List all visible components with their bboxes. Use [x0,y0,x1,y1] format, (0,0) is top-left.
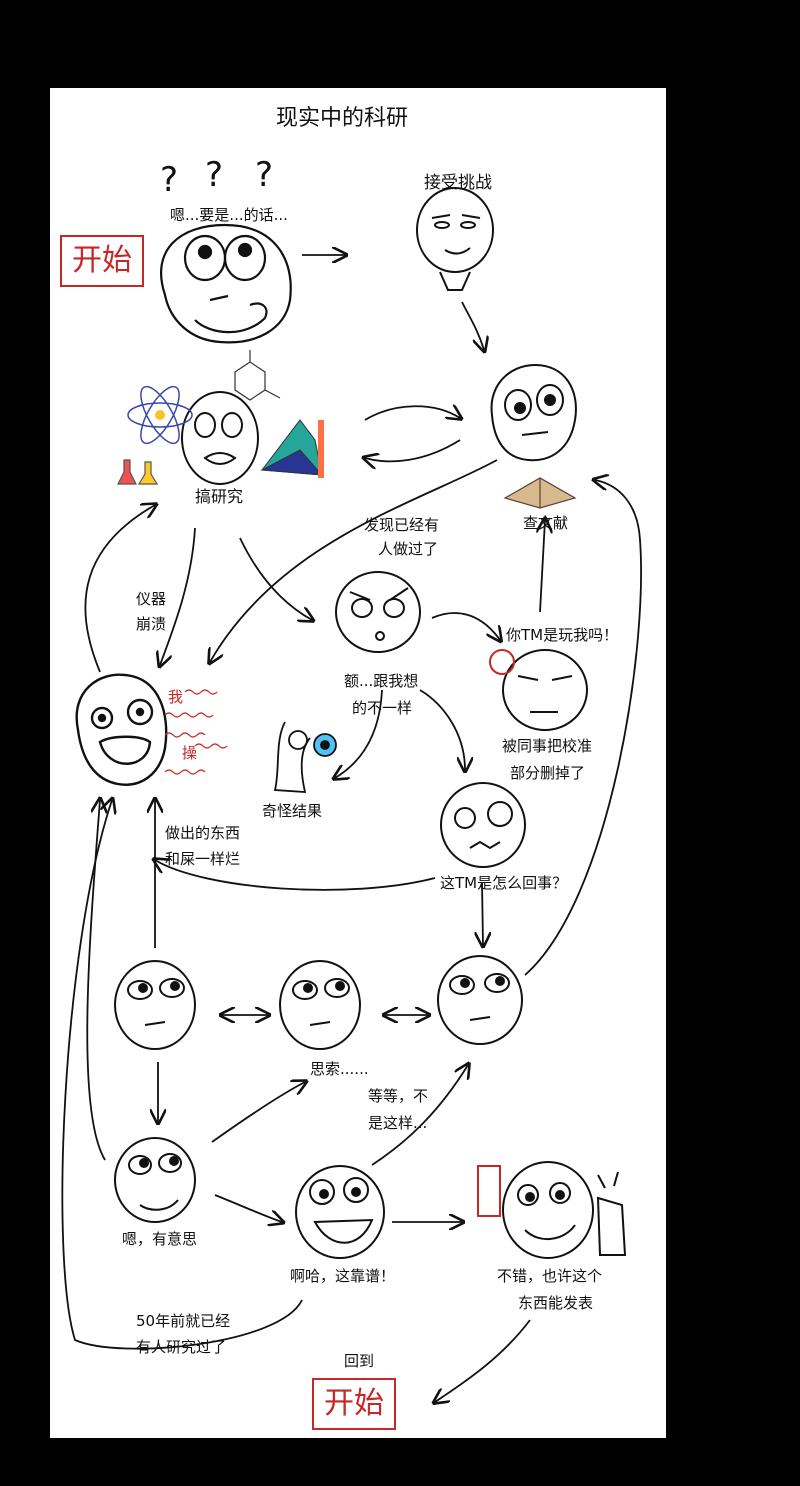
atom-icon [127,385,193,445]
label-curse-1: 我 [168,688,184,706]
aha-face [295,1165,385,1259]
label-wait-2: 是这样... [368,1114,428,1132]
label-curse-2: 操 [182,744,198,762]
molecule-icon [234,350,281,401]
question-mark-3: ? [255,155,274,195]
arrow-challenge-to-confused [461,301,484,350]
arrow-rage-to-research [84,505,155,673]
think-face-2 [279,960,361,1050]
label-fifty-years-1: 50年前就已经 [136,1312,231,1330]
label-back-to: 回到 [344,1352,375,1370]
label-bad-result-1: 做出的东西 [165,824,241,842]
label-colleague-2: 部分删掉了 [510,764,586,782]
rage-face [75,673,168,786]
arrow-interesting-to-rage [86,800,105,1161]
book-icon [503,477,577,509]
arrow-angry-to-kidding [431,612,500,640]
label-not-expected-2: 的不一样 [352,699,413,717]
surface-plot-icon [260,419,324,478]
label-interesting: 嗯，有意思 [122,1230,198,1248]
label-check-literature: 查文献 [523,514,569,532]
weird-creature-icon [273,721,337,793]
arrow-done-to-rage [210,459,498,662]
label-accept-challenge: 接受挑战 [424,173,492,193]
arrow-angry-to-weird [335,689,383,778]
label-weird-result: 奇怪结果 [262,802,323,820]
label-fifty-years-2: 有人研究过了 [136,1338,227,1356]
think-face-1 [114,960,196,1050]
think-face-3 [437,955,523,1045]
flask-icon [117,459,159,485]
arrow-puzzled-to-think3 [482,881,483,945]
label-publish-2: 东西能发表 [518,1294,594,1312]
arrow-kidding-to-literature [540,520,545,613]
label-found-done-2: 人做过了 [378,540,439,558]
arrow-research-to-rage [160,527,196,665]
label-found-done-1: 发现已经有 [364,516,440,534]
arrow-interesting-to-think2 [211,1082,305,1143]
label-kidding-me: 你TM是玩我吗！ [506,626,619,644]
start-box-bottom: 开始 [312,1378,396,1430]
label-do-research: 搞研究 [195,487,244,506]
interesting-face [114,1137,196,1223]
label-bad-result-2: 和屎一样烂 [165,850,241,868]
label-colleague-1: 被同事把校准 [502,737,593,755]
thinking-face-start [160,223,292,344]
label-instrument-1: 仪器 [136,590,167,608]
label-publish-1: 不错，也许这个 [497,1267,603,1285]
arrow-research-to-angry [239,537,312,620]
arrow-puzzled-to-rage [155,860,436,891]
label-hmm-if: 嗯...要是...的话... [170,206,288,224]
puzzled-face [440,782,526,868]
arrow-interesting-to-aha [214,1194,282,1222]
arrow-angry-to-puzzled [419,689,465,770]
label-thinking: 思索...... [310,1060,369,1078]
label-not-expected-1: 额...跟我想 [344,672,419,690]
research-face [181,391,259,485]
arrow-fifty-to-rage [61,800,303,1350]
arrow-research-to-confused [364,406,460,420]
challenge-face [416,187,494,291]
label-wait-1: 等等，不 [368,1087,429,1105]
confused-face [490,363,577,462]
question-mark-1: ? [160,160,179,200]
arrow-think3-to-literature [524,480,642,976]
question-mark-2: ? [205,155,224,195]
page-title: 现实中的科研 [276,106,409,131]
label-what-happened: 这TM是怎么回事？ [440,874,568,892]
curse-squiggles [164,689,228,775]
label-instrument-2: 崩溃 [136,615,167,633]
start-box-top: 开始 [60,235,144,287]
arrow-publish-to-start [435,1319,531,1402]
kidding-face [489,649,588,731]
label-aha: 啊哈，这靠谱！ [290,1267,396,1285]
comic-panel [50,88,666,1438]
arrow-confused-to-research [365,439,461,461]
publish-face [477,1161,627,1259]
angry-face-1 [335,571,421,653]
arrow-aha-to-think3 [371,1065,468,1166]
